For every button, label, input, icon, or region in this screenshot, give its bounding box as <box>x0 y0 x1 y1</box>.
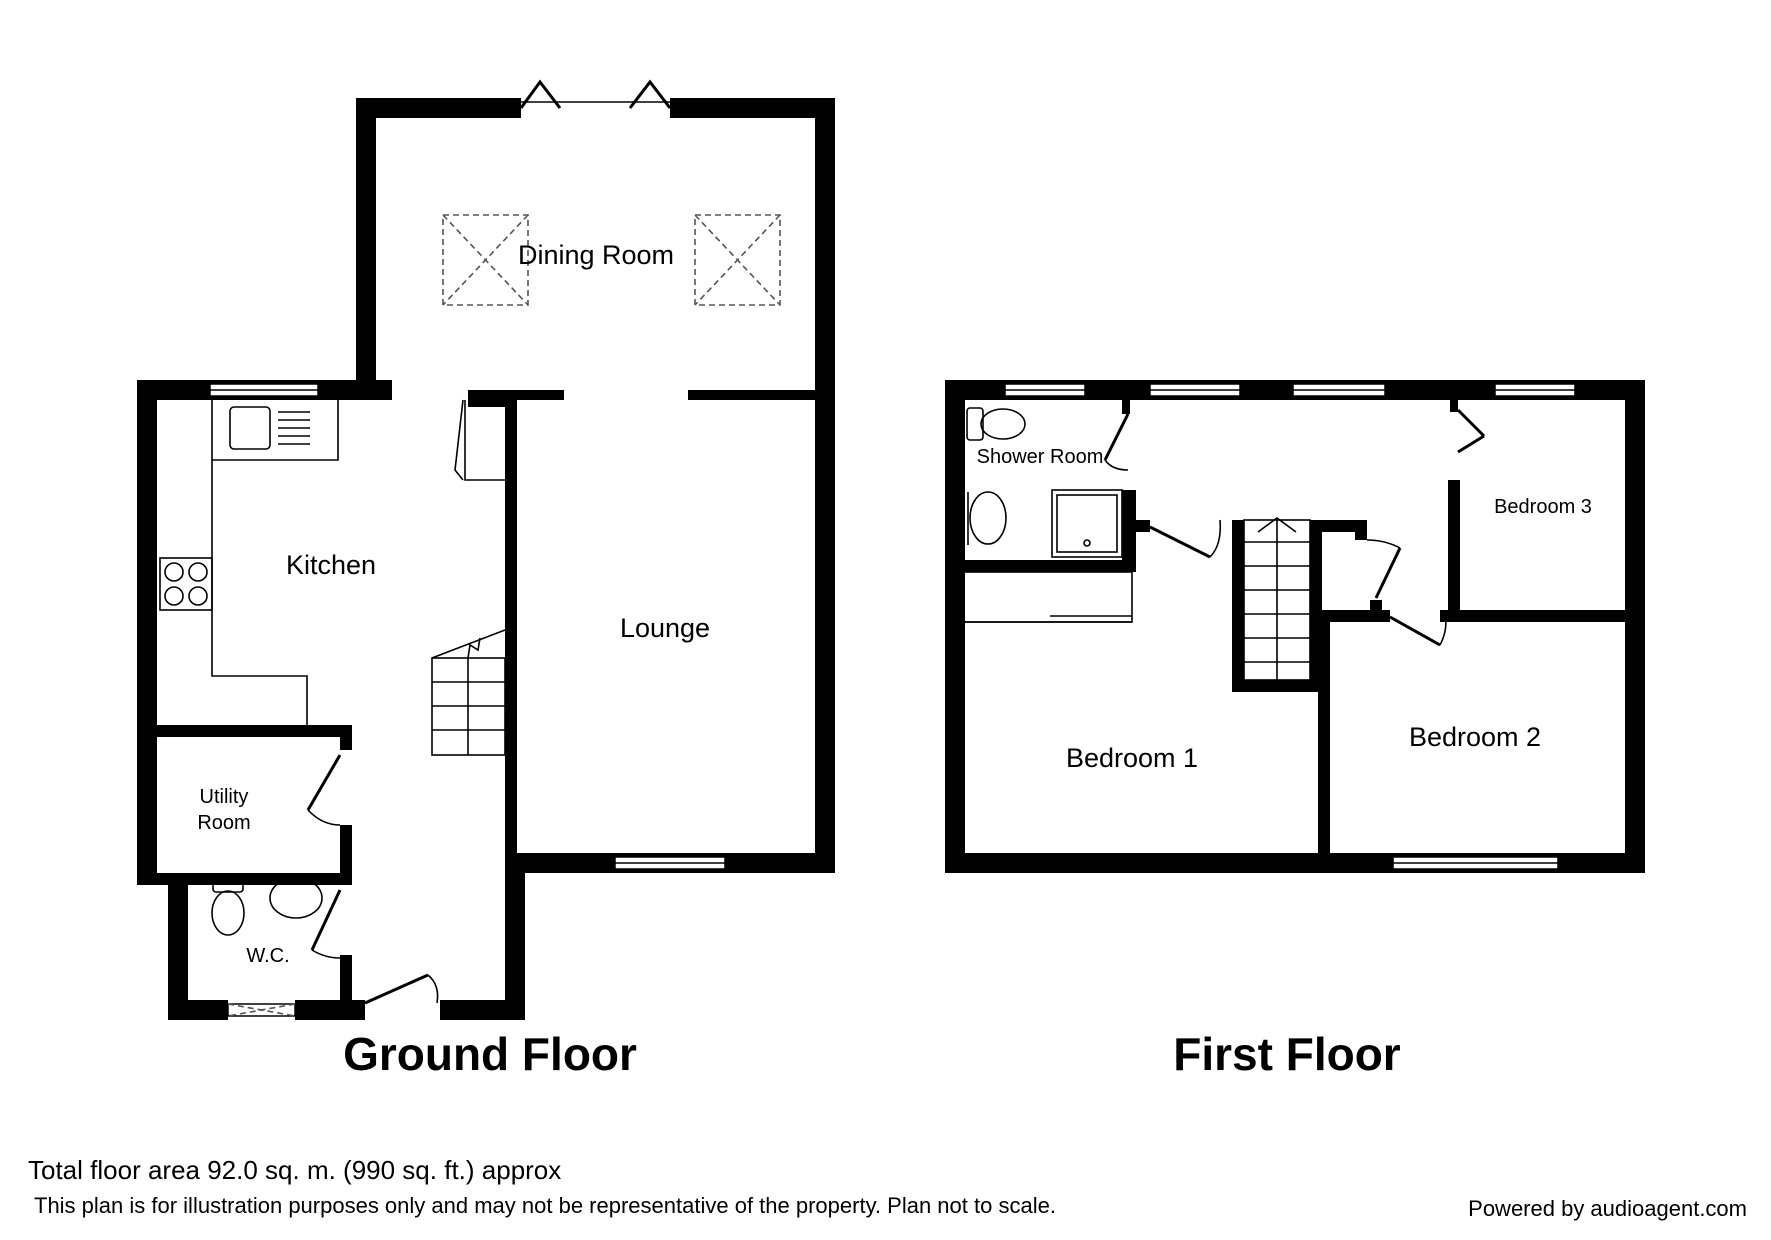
room-label-kitchen: Kitchen <box>286 550 376 580</box>
floor-title-ground: Ground Floor <box>343 1028 637 1080</box>
room-label-lounge: Lounge <box>620 613 710 643</box>
room-label-bedroom-1: Bedroom 1 <box>1066 743 1198 773</box>
floor-title-first: First Floor <box>1173 1028 1401 1080</box>
skylight-right <box>694 214 781 306</box>
room-label-bedroom-3: Bedroom 3 <box>1494 496 1592 518</box>
first-floor-plan: Shower Room Bedroom 3 Bedroom 1 Bedroom … <box>945 380 1645 1080</box>
powered-by-text: Powered by audioagent.com <box>1468 1196 1747 1221</box>
disclaimer-text: This plan is for illustration purposes o… <box>34 1193 1056 1218</box>
room-label-shower-room: Shower Room <box>977 446 1104 468</box>
room-label-dining-room: Dining Room <box>518 240 674 270</box>
ground-floor-plan: Dining Room Kitchen Lounge Utility Room … <box>137 79 835 1080</box>
room-label-wc: W.C. <box>246 945 289 967</box>
room-label-bedroom-2: Bedroom 2 <box>1409 722 1541 752</box>
first-stairs <box>1232 517 1322 692</box>
room-label-utility-line1: Utility <box>200 786 249 808</box>
skylight-left <box>442 214 529 306</box>
room-label-utility-line2: Room <box>197 812 250 834</box>
total-floor-area: Total floor area 92.0 sq. m. (990 sq. ft… <box>28 1155 562 1185</box>
ground-stairs <box>431 629 506 756</box>
